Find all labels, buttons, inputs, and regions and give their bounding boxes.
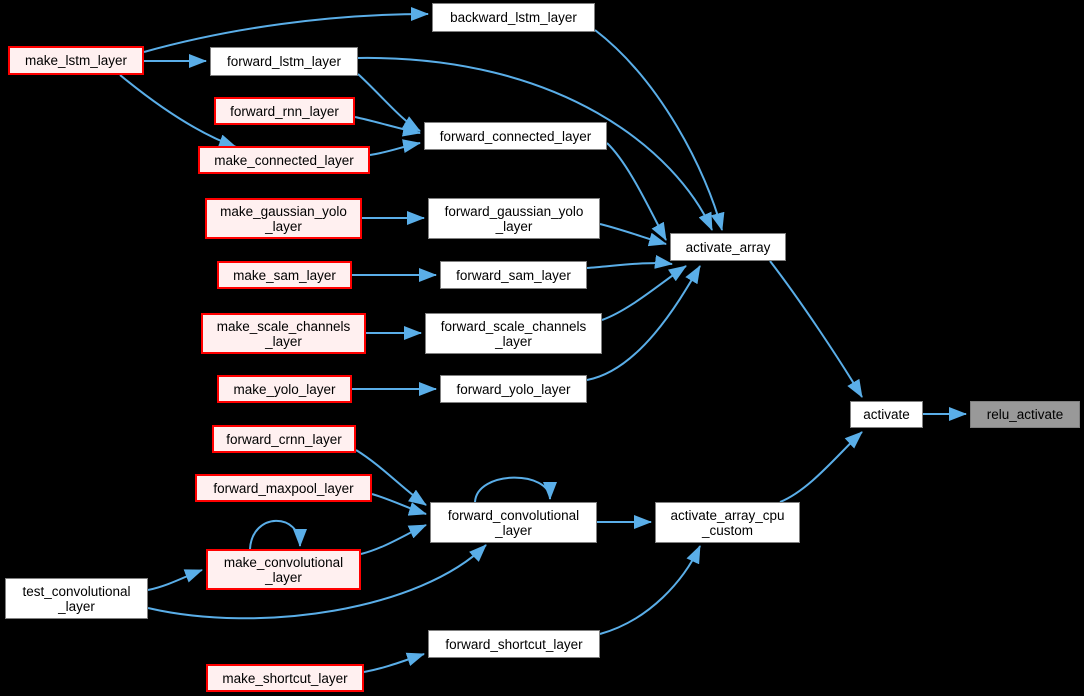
node-make_connected_layer[interactable]: make_connected_layer xyxy=(198,146,370,174)
edge-forward_yolo_layer-to-activate_array xyxy=(586,265,701,381)
edge-forward_shortcut_layer-to-activate_array_cpu_custom xyxy=(599,545,701,635)
node-activate_array[interactable]: activate_array xyxy=(670,233,786,261)
edge-forward_connected_layer-to-activate_array xyxy=(606,142,667,241)
edge-forward_sam_layer-to-activate_array xyxy=(586,254,673,269)
edge-forward_convolutional_layer-to-forward_convolutional_layer xyxy=(474,476,557,503)
node-forward_shortcut_layer[interactable]: forward_shortcut_layer xyxy=(428,630,600,658)
edge-forward_lstm_layer-to-activate_array xyxy=(357,56,713,231)
node-activate[interactable]: activate xyxy=(850,401,923,428)
node-backward_lstm_layer[interactable]: backward_lstm_layer xyxy=(432,3,595,32)
node-make_yolo_layer[interactable]: make_yolo_layer xyxy=(217,375,352,403)
node-relu_activate[interactable]: relu_activate xyxy=(970,401,1080,428)
edge-forward_gaussian_yolo_layer-to-activate_array xyxy=(599,223,667,247)
edge-forward_rnn_layer-to-forward_connected_layer xyxy=(354,116,421,137)
node-make_sam_layer[interactable]: make_sam_layer xyxy=(217,261,352,289)
node-forward_crnn_layer[interactable]: forward_crnn_layer xyxy=(212,425,356,453)
node-forward_scale_channels_layer[interactable]: forward_scale_channels _layer xyxy=(425,313,602,354)
node-make_shortcut_layer[interactable]: make_shortcut_layer xyxy=(206,664,364,692)
node-forward_rnn_layer[interactable]: forward_rnn_layer xyxy=(214,97,355,125)
edge-make_connected_layer-to-forward_connected_layer xyxy=(369,139,421,156)
node-forward_sam_layer[interactable]: forward_sam_layer xyxy=(440,261,587,289)
node-forward_gaussian_yolo_layer[interactable]: forward_gaussian_yolo _layer xyxy=(428,198,600,239)
edge-test_convolutional_layer-to-forward_convolutional_layer xyxy=(147,544,487,620)
edge-make_lstm_layer-to-make_connected_layer xyxy=(119,74,237,148)
node-make_convolutional_layer[interactable]: make_convolutional _layer xyxy=(206,549,361,590)
edge-forward_crnn_layer-to-forward_convolutional_layer xyxy=(355,449,427,506)
edge-activate_array_cpu_custom-to-activate xyxy=(779,431,863,503)
edge-forward_lstm_layer-to-forward_connected_layer xyxy=(357,73,421,132)
node-activate_array_cpu_custom[interactable]: activate_array_cpu _custom xyxy=(655,502,800,543)
edge-activate_array-to-activate xyxy=(769,260,863,398)
edge-paths xyxy=(119,7,967,673)
node-make_gaussian_yolo_layer[interactable]: make_gaussian_yolo _layer xyxy=(205,198,362,239)
edge-make_lstm_layer-to-backward_lstm_layer xyxy=(143,7,429,53)
edge-make_convolutional_layer-to-make_convolutional_layer xyxy=(249,519,307,550)
edge-test_convolutional_layer-to-make_convolutional_layer xyxy=(147,569,203,591)
node-forward_maxpool_layer[interactable]: forward_maxpool_layer xyxy=(195,474,372,502)
edge-forward_scale_channels_layer-to-activate_array xyxy=(601,265,687,321)
node-forward_yolo_layer[interactable]: forward_yolo_layer xyxy=(440,375,587,403)
node-forward_connected_layer[interactable]: forward_connected_layer xyxy=(424,122,607,150)
edge-make_convolutional_layer-to-forward_convolutional_layer xyxy=(360,524,427,555)
node-make_lstm_layer[interactable]: make_lstm_layer xyxy=(8,46,144,75)
edge-backward_lstm_layer-to-activate_array xyxy=(594,29,725,231)
node-forward_lstm_layer[interactable]: forward_lstm_layer xyxy=(210,47,358,76)
edge-make_shortcut_layer-to-forward_shortcut_layer xyxy=(363,652,425,673)
edge-forward_maxpool_layer-to-forward_convolutional_layer xyxy=(371,493,427,516)
node-make_scale_channels_layer[interactable]: make_scale_channels _layer xyxy=(201,313,366,354)
node-forward_convolutional_layer[interactable]: forward_convolutional _layer xyxy=(430,502,597,543)
node-test_convolutional_layer[interactable]: test_convolutional _layer xyxy=(5,578,148,619)
